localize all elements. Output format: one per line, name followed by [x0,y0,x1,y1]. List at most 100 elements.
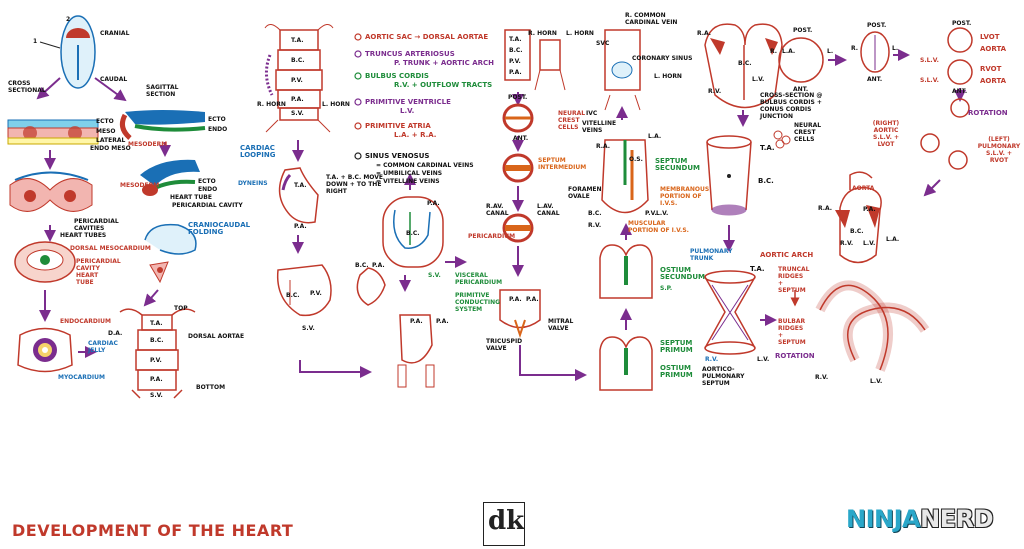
label-pv-2: P.V. [291,77,303,84]
label-pv-6: P.V. [509,58,521,65]
ninja-logo-text: NINJA [846,505,921,533]
final-heart [835,171,882,264]
label-pa-10: P.A. [526,296,539,303]
label-bottom: BOTTOM [196,384,226,391]
heart-tube-regions [264,24,334,133]
pericardial-cavity-section [14,241,76,283]
label-aortico-pulm: AORTICO-PULMONARY SEPTUM [702,366,745,387]
label-bc-7: B.C. [588,210,602,217]
label-ivc: IVC [586,110,598,117]
label-post-4: POST. [952,20,972,27]
label-lv-1: L.V. [656,210,669,217]
cross-section-circles [778,27,973,197]
label-pa-4: P.A. [372,262,385,269]
label-rv-4: R.V. [840,240,854,247]
nerd-logo-text: NERD [920,505,993,533]
label-lv-3: L.V. [757,356,770,363]
label-bulbus-sub: R.V. + OUTFLOW TRACTS [394,81,493,89]
label-rotation-2: ROTATION [968,109,1008,117]
neural-crest-cluster [773,130,791,149]
label-pulmonary-trunk: PULMONARY TRUNK [690,248,733,262]
label-endocardium: ENDOCARDIUM [60,318,111,325]
cross-section-trilaminar [7,119,99,145]
label-ta-7: T.A. [760,144,775,152]
label-lav-canal: L.AV. CANAL [537,203,560,217]
label-slv-2: S.L.V. [920,77,939,84]
label-sv-3: S.V. [302,325,315,332]
label-sagittal-section: SAGITTAL SECTION [146,84,179,98]
label-bc-10: B.C. [850,228,864,235]
label-aorta-2: AORTA [980,77,1007,85]
label-bc-9: B.C. [758,177,774,185]
label-pa-3: P.A. [294,223,307,230]
label-vitelline: VITELLINE VEINS [582,120,617,134]
label-bulbar-ridges: BULBAR RIDGES + SEPTUM [778,318,806,346]
label-bc-8: B.C. [738,60,752,67]
label-pa-6: P.A. [410,318,423,325]
label-ant-3: ANT. [867,76,883,83]
svc-coronary-sinus [604,29,641,111]
label-neural-crest-1: NEURAL CREST CELLS [558,110,586,131]
label-truncal-ridges: TRUNCAL RIDGES + SEPTUM [778,266,810,294]
label-post-2: POST. [793,27,813,34]
label-septum-secundum: SEPTUM SECUNDUM [655,157,700,172]
label-la-1: L.A. [648,133,662,140]
label-rv-5: R.V. [815,374,829,381]
label-heart-tubes: HEART TUBES [60,232,107,239]
label-sinus-1: = COMMON CARDINAL VEINS [376,162,474,169]
label-ecto-sag: ECTO [208,116,226,123]
label-septum-intermedium: SEPTUM INTERMEDIUM [538,157,587,171]
label-pa-9: P.A. [509,296,522,303]
label-endo-meso: ENDO MESO [90,145,131,152]
label-cross-sectional: CROSS SECTIONAL [8,80,46,94]
label-truncus-sub: P. TRUNK + AORTIC ARCH [394,59,495,67]
label-aortic-sac: AORTIC SAC → DORSAL AORTAE [365,33,489,41]
label-pericardial-cavity: PERICARDIAL CAVITY [172,202,243,209]
four-chamber-heart-top [704,23,783,109]
label-pericardial-cavities: PERICARDIAL CAVITIES [74,218,119,232]
label-ecto-2: ECTO [198,178,216,185]
label-dorsal-aortae: DORSAL AORTAE [188,333,245,340]
label-pv-3: P.V. [310,290,322,297]
dk-logo-text: dk [488,506,525,536]
label-ta-8: T.A. [750,265,765,273]
label-prim-ventricle: PRIMITIVE VENTRICLE [365,98,451,106]
label-cross-section: CROSS-SECTION @ BULBUS CORDIS + CONUS CO… [760,92,823,120]
label-r-horn-2: R. HORN [528,30,557,37]
label-foramen-ovale: FORAMEN OVALE [568,186,602,200]
sagittal-section [119,110,206,140]
heart-tube-layers [17,327,73,373]
label-r-horn: R. HORN [257,101,286,108]
label-aorta-3: AORTA [852,185,875,192]
aortico-pulmonary-septum [704,270,756,355]
page-title: DEVELOPMENT OF THE HEART [12,521,294,540]
label-craniocaudal-folding: CRANIOCAUDAL FOLDING [188,221,251,236]
label-septum-primum: SEPTUM PRIMUM [660,339,693,354]
label-right-aortic: (RIGHT) AORTIC S.L.V. + LVOT [872,120,900,148]
label-bc-1: B.C. [150,337,164,344]
label-la-3: L.A. [886,236,900,243]
label-cranial: CRANIAL [100,30,130,37]
looping-heart-2 [276,264,332,317]
label-ostium-primum: OSTIUM PRIMUM [660,364,693,379]
label-tricuspid: TRICUSPID VALVE [486,338,523,352]
label-sv-grn: S.V. [428,272,441,279]
cross-section-folding [9,171,93,212]
label-lvot: LVOT [980,33,1000,41]
craniocaudal-folding-embryo [144,223,197,284]
label-heart-tube-2: HEART TUBE [76,272,99,286]
label-da: D.A. [108,330,123,337]
label-rv-1: R.V. [588,222,602,229]
label-rotation-1: ROTATION [775,352,815,360]
label-pv-7: P.V. [645,210,657,217]
label-pericardial-cavity-2: PERICARDIAL CAVITY [76,258,121,272]
label-l-2: L. [892,45,899,52]
label-heart-tube: HEART TUBE [170,194,212,201]
label-myocardium: MYOCARDIUM [58,374,105,381]
ninja-nerd-logo: NINJANERD [846,505,993,533]
label-prim-atria: PRIMITIVE ATRIA [365,122,431,130]
label-bulbus: BULBUS CORDIS [365,72,429,80]
label-top: TOP [174,305,188,312]
label-endo-sag: ENDO [208,126,228,133]
